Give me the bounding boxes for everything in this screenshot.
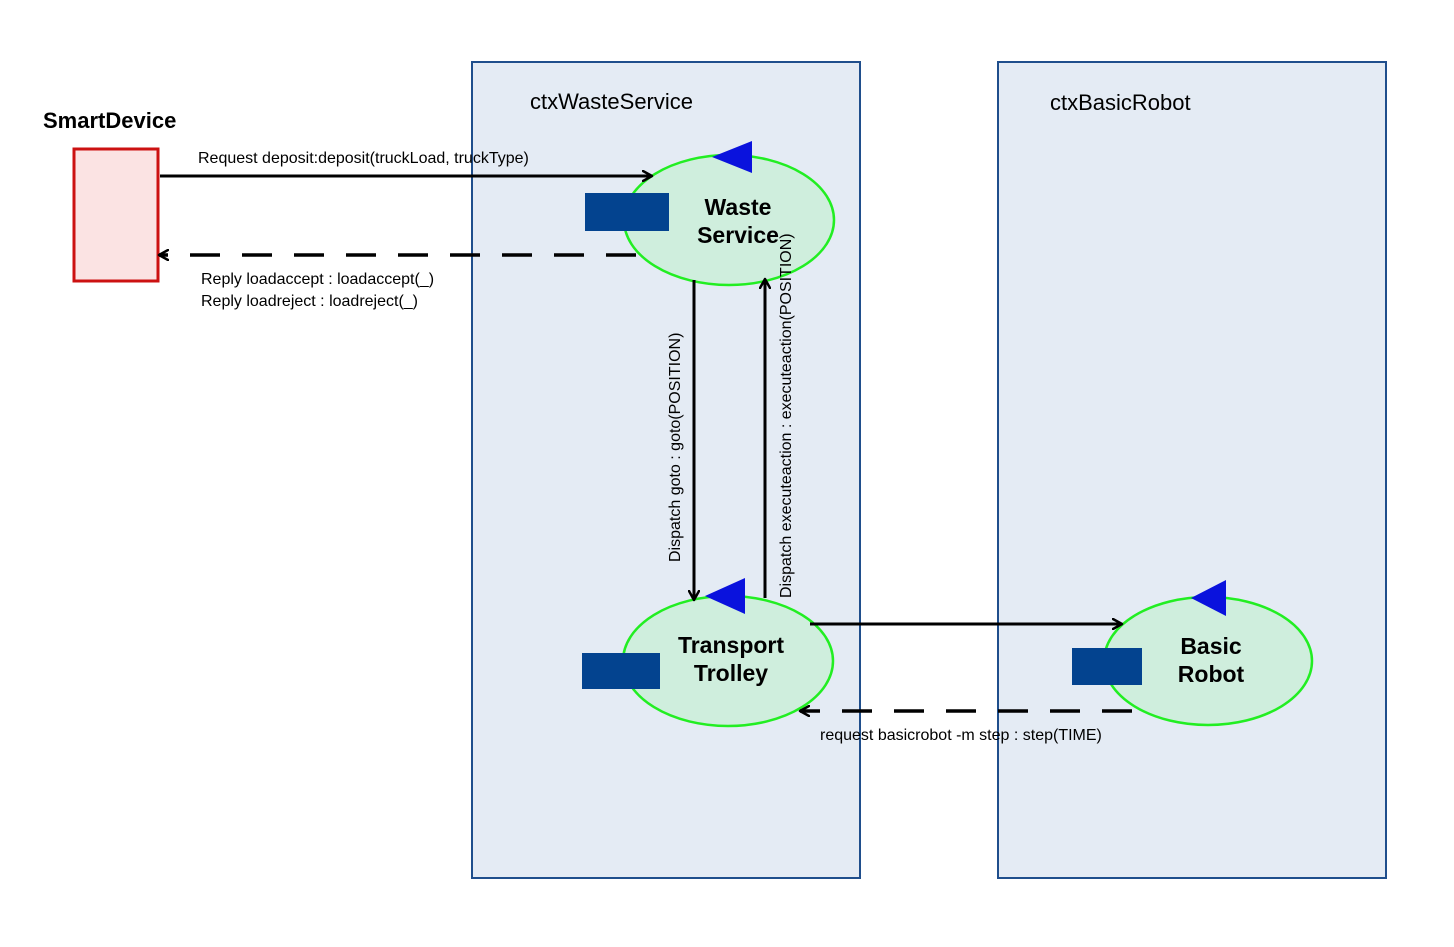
smart-device-label: SmartDevice: [43, 108, 176, 133]
waste-service-title-line2: Service: [697, 222, 779, 248]
context-basic-robot-box: [997, 61, 1387, 879]
transport-trolley-title-line2: Trolley: [694, 660, 768, 686]
basic-robot-title-line2: Robot: [1178, 661, 1245, 687]
label-reply-loadaccept: Reply loadaccept : loadaccept(_): [201, 271, 434, 288]
transport-trolley-triangle-icon: [705, 578, 745, 614]
label-dispatch-executeaction: Dispatch executeaction : executeaction(P…: [778, 233, 795, 598]
label-reply-loadreject: Reply loadreject : loadreject(_): [201, 293, 418, 310]
waste-service-title-line1: Waste: [705, 194, 772, 220]
label-request-deposit: Request deposit:deposit(truckLoad, truck…: [198, 150, 529, 167]
basic-robot-port: [1072, 648, 1142, 685]
smart-device-box[interactable]: [72, 147, 160, 283]
context-basic-robot-label: ctxBasicRobot: [1050, 90, 1191, 115]
transport-trolley-port: [582, 653, 660, 689]
context-waste-service-label: ctxWasteService: [530, 89, 693, 114]
basic-robot-title-line1: Basic: [1180, 633, 1242, 659]
actor-waste-service[interactable]: Waste Service: [585, 141, 836, 287]
waste-service-port: [585, 193, 669, 231]
basic-robot-triangle-icon: [1191, 580, 1226, 616]
transport-trolley-title-line1: Transport: [678, 632, 784, 658]
waste-service-triangle-icon: [712, 141, 752, 173]
actor-transport-trolley[interactable]: Transport Trolley: [582, 578, 835, 728]
label-request-step: request basicrobot -m step : step(TIME): [820, 727, 1102, 744]
actor-basic-robot[interactable]: Basic Robot: [1072, 580, 1314, 727]
label-dispatch-goto: Dispatch goto : goto(POSITION): [667, 333, 684, 562]
